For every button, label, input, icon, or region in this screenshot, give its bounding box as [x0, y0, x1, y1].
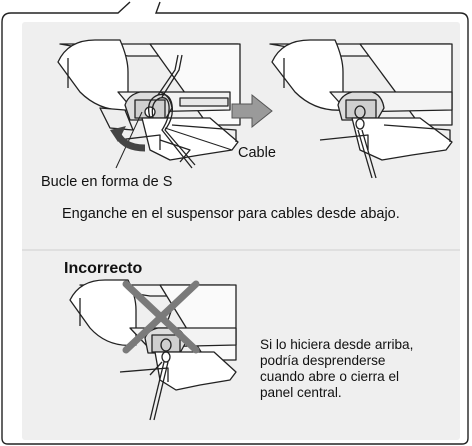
cable-left [147, 54, 196, 169]
cable-label: Cable [238, 145, 276, 161]
warning-line: Si lo hiciera desde arriba, [260, 337, 414, 352]
s-loop-label: Bucle en forma de S [41, 174, 173, 190]
incorrect-heading: Incorrecto [64, 260, 143, 277]
warning-text: Si lo hiciera desde arriba, podría despr… [260, 337, 460, 401]
cross-mark-icon [122, 280, 200, 354]
cable-hanger-drawing-right [269, 39, 453, 161]
warning-line: podría desprenderse [260, 353, 386, 368]
warning-line: cuando abre o cierra el [260, 369, 400, 384]
warning-line: panel central. [260, 385, 342, 400]
arrow-right-icon [231, 93, 273, 129]
rotate-arrow-icon [110, 126, 146, 152]
cable-right [354, 105, 377, 179]
instruction-text: Enganche en el suspensor para cables des… [62, 206, 400, 222]
